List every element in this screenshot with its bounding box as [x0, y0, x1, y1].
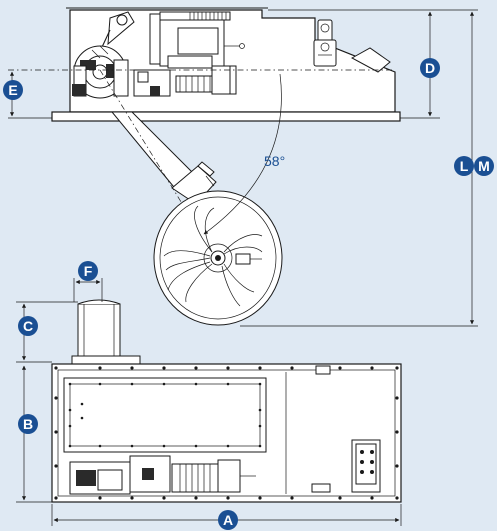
angle-indicator: 58°: [203, 73, 285, 235]
mounting-flange-side: [51, 111, 401, 122]
gear-assembly: [72, 45, 129, 99]
svg-text:E: E: [8, 82, 17, 98]
svg-text:B: B: [23, 416, 33, 432]
angle-label: 58°: [264, 153, 285, 169]
svg-text:L: L: [460, 158, 469, 174]
svg-text:M: M: [478, 158, 490, 174]
cover-plate: [63, 377, 267, 453]
dimension-badge-l: L: [454, 156, 474, 176]
propeller: [153, 190, 283, 326]
motor-top: [77, 303, 121, 359]
svg-text:F: F: [84, 263, 93, 279]
top-view: [51, 299, 402, 503]
dimension-badge-a: A: [218, 510, 238, 530]
dimension-badge-m: M: [474, 156, 494, 176]
dimension-badge-d: D: [420, 58, 440, 78]
lifting-eyes: [313, 19, 391, 73]
thruster-arm: [99, 69, 219, 263]
svg-text:A: A: [223, 512, 233, 528]
svg-text:C: C: [23, 318, 33, 334]
bolt-holes: [54, 366, 399, 500]
dimension-badge-c: C: [18, 316, 38, 336]
dimension-badge-f: F: [78, 261, 98, 281]
dimension-badge-b: B: [18, 414, 38, 434]
side-view: [8, 7, 401, 122]
dimension-badge-e: E: [3, 80, 23, 100]
dimension-lines: [8, 9, 478, 526]
svg-text:D: D: [425, 60, 435, 76]
